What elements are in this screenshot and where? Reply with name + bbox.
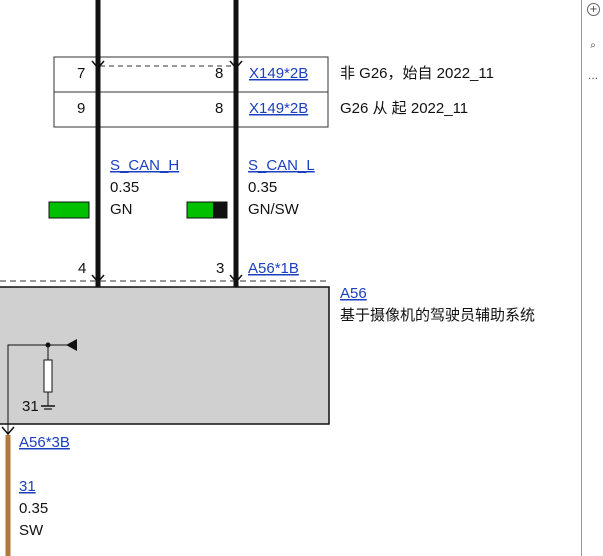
x149-row2-note: G26 从 起 2022_11 — [340, 100, 468, 117]
can-low-stripe-swatch — [213, 202, 227, 218]
x149-row2-pin-left: 9 — [77, 100, 85, 117]
can-high-color: GN — [110, 201, 133, 218]
internal-signal-arrow-icon — [66, 339, 77, 351]
can-high-gauge: 0.35 — [110, 179, 139, 196]
connector-a56-1b: 4 3 A56*1B — [0, 260, 330, 284]
can-low-signal-link[interactable]: S_CAN_L — [248, 157, 315, 174]
x149-row1-ref-link[interactable]: X149*2B — [249, 65, 308, 82]
can-high-color-swatch — [48, 201, 90, 219]
x149-row2-ref-link[interactable]: X149*2B — [249, 100, 308, 117]
can-high-signal-link[interactable]: S_CAN_H — [110, 157, 179, 174]
pin-chevron-left — [91, 60, 105, 70]
can-low-gauge: 0.35 — [248, 179, 277, 196]
pin-chevron-right — [229, 60, 243, 70]
zoom-in-icon[interactable]: + — [587, 3, 600, 16]
module-a56-box — [0, 286, 330, 425]
module-a56: A56 基于摄像机的驾驶员辅助系统 31 — [0, 285, 535, 435]
ground-wire-gauge: 0.35 — [19, 500, 48, 517]
a56-1b-pin-right: 3 — [216, 260, 224, 277]
pin-chevron-a56-3b — [1, 426, 15, 436]
ground-wire-signal-link[interactable]: 31 — [19, 478, 36, 495]
search-page-icon[interactable]: ⌕ — [590, 39, 596, 51]
can-low-labels: S_CAN_L 0.35 GN/SW — [186, 157, 315, 219]
x149-row1-note: 非 G26，始自 2022_11 — [340, 65, 494, 82]
more-icon[interactable]: … — [588, 70, 598, 82]
ground-wire-color: SW — [19, 522, 44, 539]
module-a56-name: 基于摄像机的驾驶员辅助系统 — [340, 307, 535, 324]
module-a56-ref-link[interactable]: A56 — [340, 285, 367, 302]
x149-row1-pin-right: 8 — [215, 65, 223, 82]
x149-row2-pin-right: 8 — [215, 100, 223, 117]
ground-pin-label: 31 — [22, 398, 39, 415]
a56-1b-ref-link[interactable]: A56*1B — [248, 260, 299, 277]
resistor-icon — [43, 359, 53, 393]
a56-3b-ref-link[interactable]: A56*3B — [19, 434, 70, 451]
connector-x149: 7 8 X149*2B 非 G26，始自 2022_11 9 8 X149*2B… — [53, 56, 494, 128]
can-high-labels: S_CAN_H 0.35 GN — [48, 157, 179, 219]
x149-row1-pin-left: 7 — [77, 65, 85, 82]
pin-chevron-a56-right — [229, 274, 243, 284]
wiring-diagram: 7 8 X149*2B 非 G26，始自 2022_11 9 8 X149*2B… — [0, 0, 535, 556]
can-low-color: GN/SW — [248, 201, 300, 218]
side-toolbar: + ⌕ … — [581, 0, 603, 556]
pin-chevron-a56-left — [91, 274, 105, 284]
a56-1b-pin-left: 4 — [78, 260, 86, 277]
